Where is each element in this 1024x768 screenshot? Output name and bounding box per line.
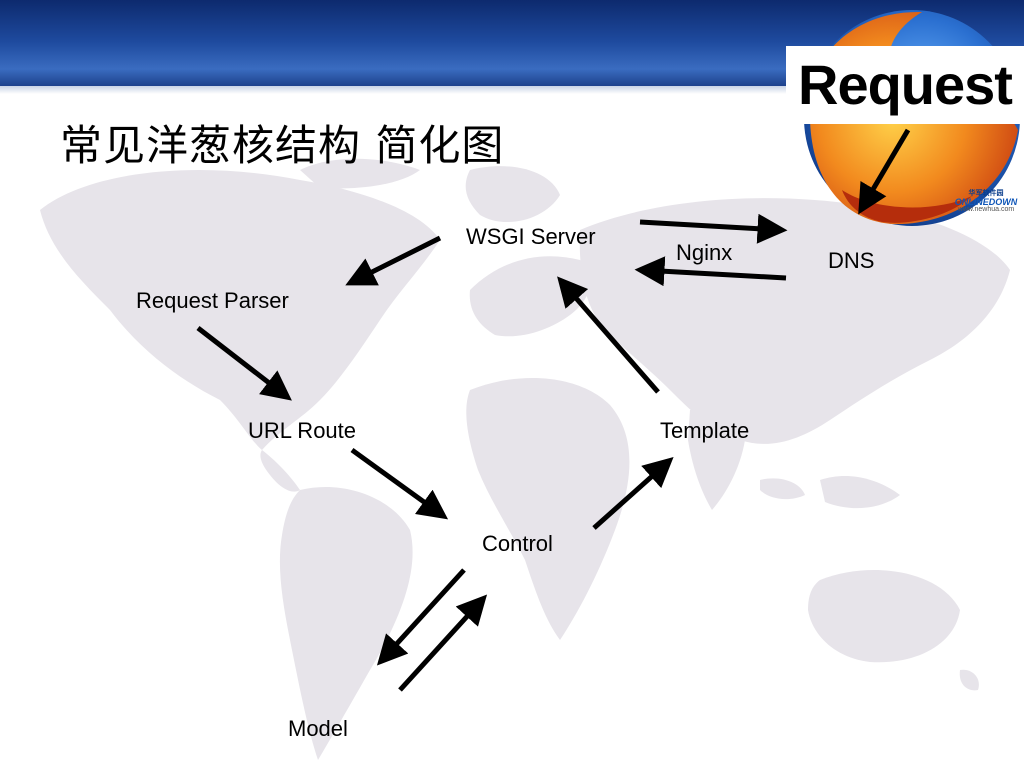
arrow-request-to-dns: [858, 128, 911, 215]
node-nginx: Nginx: [676, 240, 733, 265]
arrow-control-to-model: [376, 568, 466, 666]
request-label: Request: [798, 53, 1013, 116]
arrow-wsgi-to-dns: [639, 213, 788, 244]
arrow-wsgi-to-parser: [345, 235, 442, 286]
arrow-model-to-control: [398, 594, 488, 692]
world-map-background: [40, 158, 1010, 760]
request-badge: [786, 46, 1024, 124]
node-template: Template: [660, 418, 750, 443]
header-divider: [0, 86, 1024, 94]
arrow-dns-to-wsgi: [634, 256, 787, 287]
node-control: Control: [482, 531, 553, 556]
arrow-route-to-control: [350, 447, 449, 520]
arrow-template-to-wsgi: [557, 276, 660, 394]
node-url-route: URL Route: [248, 418, 357, 443]
node-request-parser: Request Parser: [136, 288, 289, 313]
node-dns: DNS: [828, 248, 875, 273]
node-wsgi-server: WSGI Server: [466, 224, 596, 249]
arrow-control-to-template: [592, 457, 674, 530]
arrow-parser-to-route: [196, 326, 292, 401]
onlinedown-watermark: 华军软件园 ONLINEDOWN www.newhua.com: [954, 190, 1018, 213]
slide-title: 常见洋葱核结构 简化图: [60, 121, 505, 170]
node-model: Model: [288, 716, 348, 741]
